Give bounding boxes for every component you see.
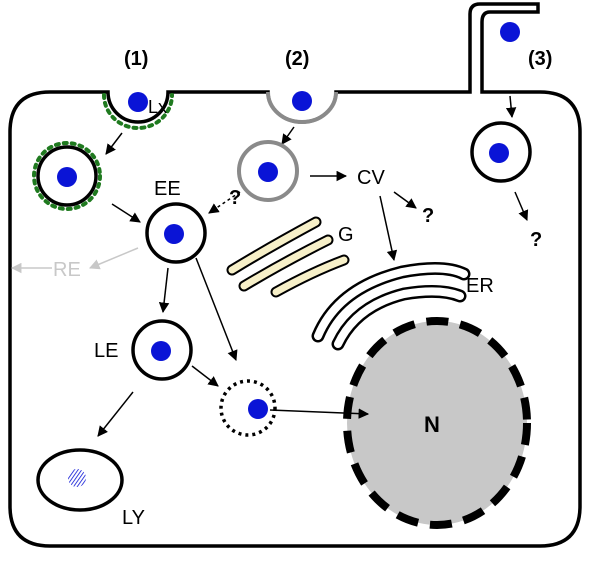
clathrin-coat bbox=[32, 141, 102, 211]
question-mark: ? bbox=[530, 229, 542, 251]
cargo-dot bbox=[248, 399, 268, 419]
arrow bbox=[97, 391, 134, 437]
cargo-dot bbox=[57, 167, 77, 187]
pathway-3-label: (3) bbox=[528, 48, 552, 70]
question-mark: ? bbox=[422, 205, 434, 227]
n-label: N bbox=[424, 412, 440, 437]
cargo-dot bbox=[500, 22, 520, 42]
arrow-faded bbox=[89, 247, 139, 270]
cargo-dot bbox=[151, 341, 171, 361]
arrow bbox=[514, 191, 529, 221]
arrow bbox=[269, 408, 370, 419]
le-label: LE bbox=[94, 340, 118, 362]
arrow bbox=[195, 257, 238, 361]
ee-label: EE bbox=[154, 178, 181, 200]
arrow bbox=[393, 191, 417, 209]
arrow bbox=[111, 203, 141, 223]
arrow-dashed bbox=[208, 191, 241, 214]
cv-label: CV bbox=[357, 167, 385, 189]
cargo-dot bbox=[128, 92, 148, 112]
pathway-1-label: (1) bbox=[124, 48, 148, 70]
arrow bbox=[505, 95, 517, 119]
er-label: ER bbox=[466, 275, 494, 297]
cargo-dot bbox=[489, 143, 509, 163]
clathrin-coat-pit bbox=[102, 93, 174, 130]
caveolar-pit-membrane bbox=[266, 91, 338, 124]
question-mark: ? bbox=[229, 187, 241, 209]
ly-label: LY bbox=[122, 507, 145, 529]
cargo-dot bbox=[164, 224, 184, 244]
cargo-dot bbox=[292, 91, 312, 111]
nucleus bbox=[343, 317, 531, 529]
arrow bbox=[281, 126, 295, 145]
arrow bbox=[158, 267, 170, 314]
cargo-dot bbox=[258, 162, 278, 182]
g-label: G bbox=[338, 224, 354, 246]
dotted-vesicle bbox=[219, 379, 277, 437]
degraded-cargo bbox=[68, 469, 86, 487]
pathway-2-label: (2) bbox=[285, 48, 309, 70]
re-label: RE bbox=[53, 259, 81, 281]
arrow bbox=[379, 195, 398, 262]
arrow bbox=[105, 132, 123, 155]
lx-label: Lx bbox=[148, 97, 167, 117]
arrow bbox=[191, 365, 219, 387]
